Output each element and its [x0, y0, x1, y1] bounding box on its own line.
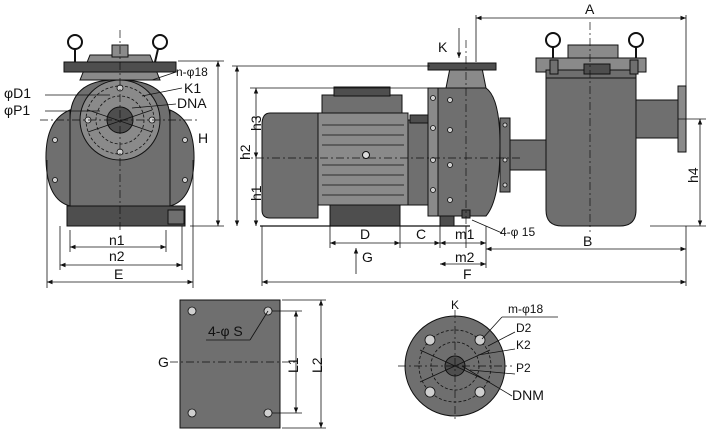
label-L1: L1	[285, 357, 301, 373]
label-P2: P2	[516, 361, 531, 375]
label-G-side: G	[158, 354, 169, 370]
label-K2: K2	[516, 338, 531, 352]
label-h1: h1	[248, 185, 264, 201]
label-m2: m2	[455, 249, 475, 265]
label-K-top: K	[451, 298, 459, 312]
label-h2: h2	[237, 144, 253, 160]
label-C: C	[416, 226, 426, 242]
outlet-flange-view: K m-φ18 D2 K2 P2 DNM	[398, 298, 558, 422]
label-H: H	[198, 130, 208, 146]
label-h3: h3	[248, 115, 264, 131]
label-m1: m1	[455, 226, 475, 242]
label-phiP1: φP1	[4, 102, 30, 118]
label-DNM: DNM	[512, 387, 544, 403]
side-view	[240, 22, 687, 232]
label-L2: L2	[309, 357, 325, 373]
label-phiD1: φD1	[4, 85, 31, 101]
label-B: B	[583, 233, 592, 249]
label-K-arrow: K	[438, 39, 448, 55]
label-A: A	[585, 1, 595, 17]
label-F: F	[463, 266, 472, 282]
side-view-dimensions: A K h2 h3 h1 h4 D C m1 G 4-φ 1	[232, 1, 706, 286]
label-E: E	[114, 266, 123, 282]
label-D2: D2	[516, 321, 532, 335]
label-DNA: DNA	[177, 95, 207, 111]
label-4-phi15: 4-φ 15	[500, 225, 535, 239]
label-G-arrow: G	[362, 249, 373, 265]
label-h4: h4	[685, 167, 701, 183]
label-n2: n2	[109, 248, 125, 264]
left-end-view	[40, 30, 200, 232]
label-n-phi18: n-φ18	[176, 65, 208, 79]
base-plan-view: 4-φ S G L1 L2	[158, 299, 326, 429]
label-4-phiS: 4-φ S	[208, 323, 243, 339]
label-n1: n1	[109, 232, 125, 248]
label-m-phi18: m-φ18	[508, 302, 543, 316]
label-K1: K1	[184, 80, 201, 96]
left-view-annotations: φD1 φP1 n-φ18 K1 DNA H n1 n2 E	[4, 60, 224, 288]
label-D: D	[360, 226, 370, 242]
